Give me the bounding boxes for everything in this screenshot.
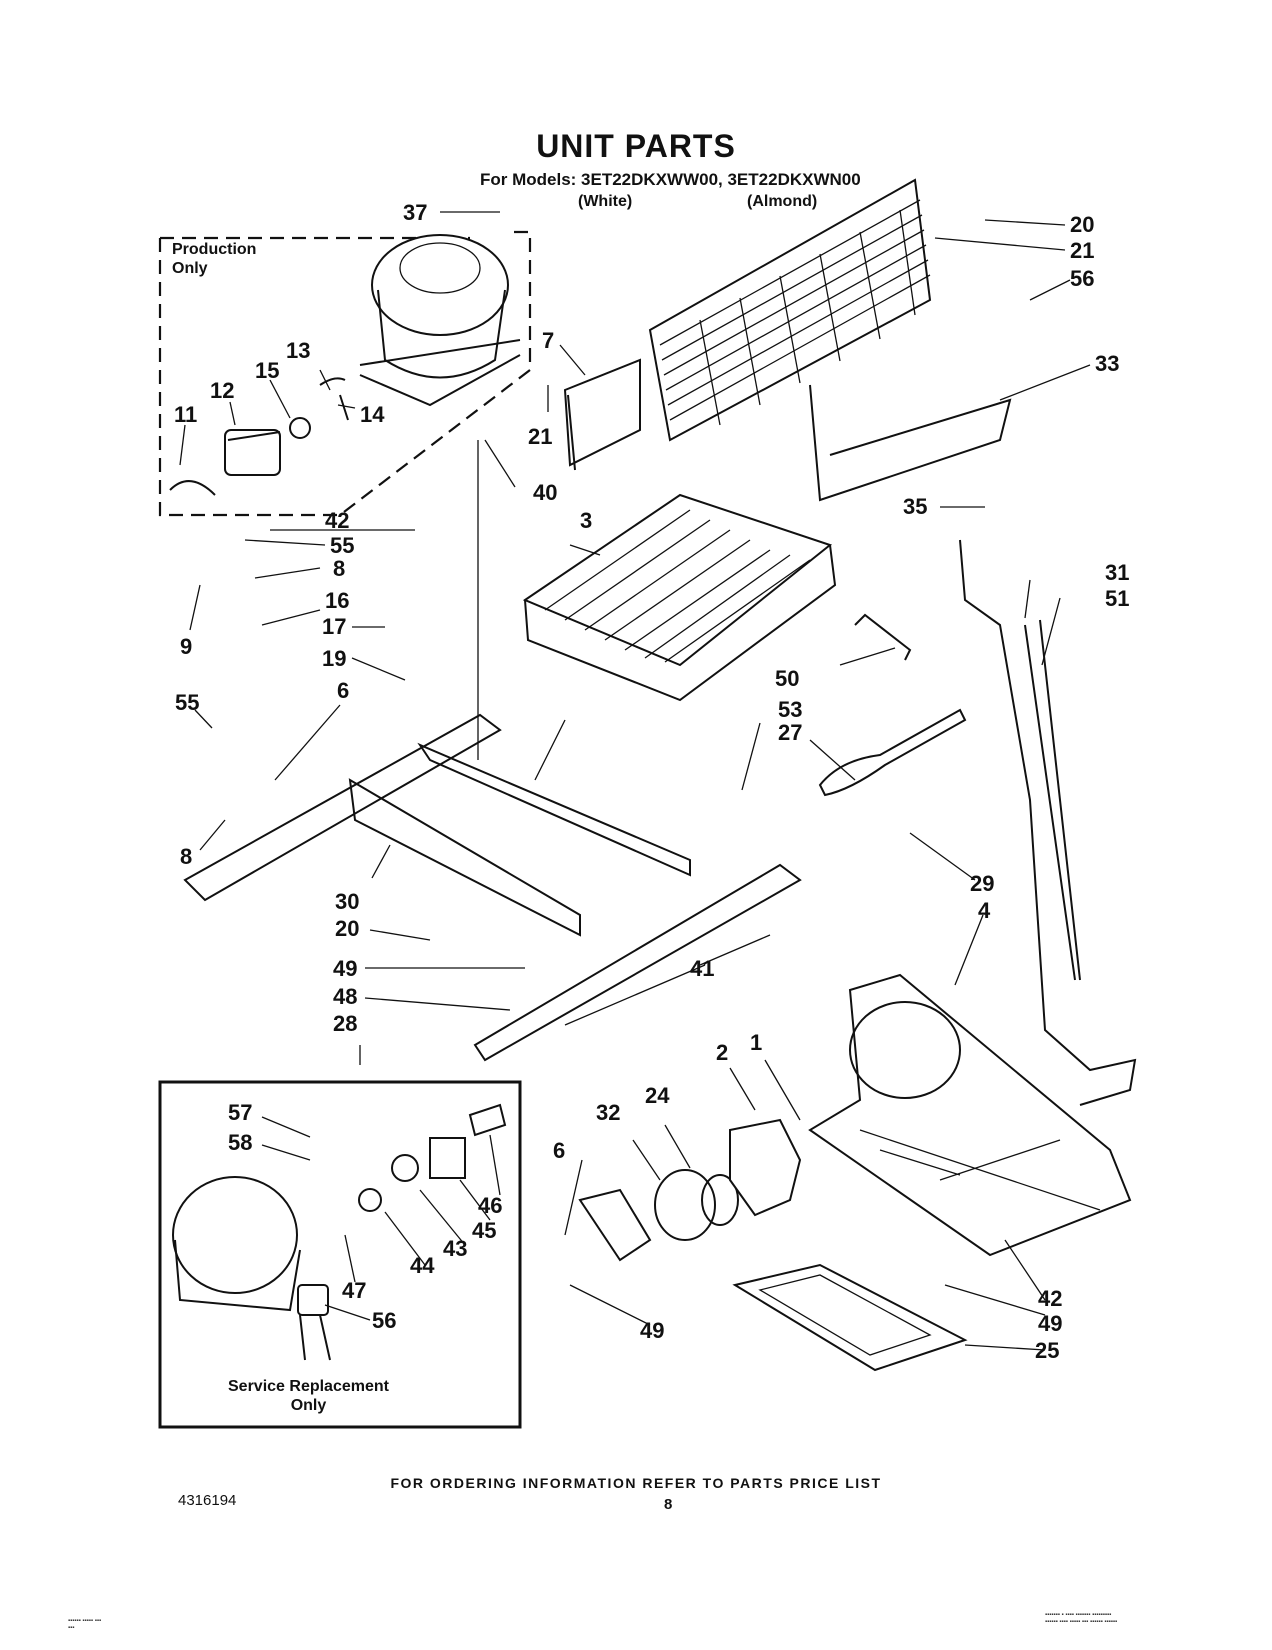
drain-pan (732, 1263, 968, 1372)
callout-49: 49 (333, 956, 358, 981)
service-replacement-box (158, 1080, 522, 1429)
callout-44: 44 (410, 1253, 435, 1278)
callout-21: 20 (1070, 212, 1095, 237)
callout-15: 15 (255, 358, 280, 383)
callout-28: 28 (333, 1011, 358, 1036)
fan-bracket (808, 973, 1132, 1257)
callout-50: 50 (775, 666, 800, 691)
filter-drier (818, 708, 967, 797)
callout-4: 4 (978, 898, 991, 923)
condenser-coil (648, 178, 932, 442)
relay-parts (169, 377, 349, 496)
compressor-service (172, 1103, 507, 1361)
callout-27: 27 (778, 720, 803, 745)
evaporator-coil (522, 493, 837, 702)
fine-print-left: ▪▪▪▪▪▪ ▪▪▪▪▪ ▪▪▪▪▪▪ (68, 1618, 102, 1631)
callout-56: 56 (372, 1308, 397, 1333)
callout-8: 8 (333, 556, 346, 581)
callout-30: 30 (335, 889, 360, 914)
callout-48: 48 (333, 984, 358, 1009)
callout-11: 11 (174, 402, 198, 427)
page-number: 8 (664, 1496, 673, 1513)
callout-49-bottom: 49 (640, 1318, 665, 1343)
callout-17: 17 (322, 614, 347, 639)
callout-32: 32 (596, 1100, 621, 1125)
callout-51: 51 (1105, 586, 1130, 611)
models-line: For Models: 3ET22DKXWW00, 3ET22DKXWN00 (480, 170, 861, 189)
callout-7: 7 (542, 328, 555, 353)
callout-53: 53 (778, 697, 803, 722)
fine-print-right: ▪▪▪▪▪▪▪ ▪ ▪▪▪▪ ▪▪▪▪▪▪▪ ▪▪▪▪▪▪▪▪▪▪▪▪▪▪▪ ▪… (1045, 1612, 1118, 1625)
callout-54: 56 (1070, 266, 1095, 291)
callout-5: 6 (337, 678, 350, 703)
callout-35: 35 (903, 494, 928, 519)
frame-rails (183, 713, 802, 1062)
callout-46: 46 (478, 1193, 503, 1218)
page-title: UNIT PARTS (536, 128, 736, 164)
callout-42: 42 (325, 508, 350, 533)
callout-13: 13 (286, 338, 311, 363)
callout-16: 16 (325, 588, 350, 613)
callout-2: 2 (716, 1040, 729, 1065)
callout-55: 55 (330, 533, 355, 558)
capillary-tubes (959, 539, 1137, 1106)
callout-57: 57 (228, 1100, 253, 1125)
callout-49-right: 49 (1038, 1311, 1063, 1336)
callout-6: 6 (553, 1138, 566, 1163)
callout-22: 21 (1070, 238, 1095, 263)
callout-55-lower: 55 (175, 690, 200, 715)
callout-40: 41 (690, 956, 715, 981)
callout-8-lower: 8 (180, 844, 193, 869)
callout-25: 25 (1035, 1338, 1060, 1363)
compressor-production (359, 234, 521, 407)
clip (854, 613, 912, 661)
callout-19: 19 (322, 646, 347, 671)
callout-41: 42 (1038, 1286, 1063, 1311)
service-replacement-label: Service Replacement Only (228, 1378, 389, 1415)
callout-20: 20 (335, 916, 360, 941)
callout-24: 24 (645, 1083, 670, 1108)
callout-37: 37 (403, 200, 428, 225)
callout-58: 58 (228, 1130, 253, 1155)
callout-29: 29 (970, 871, 995, 896)
callout-31: 31 (1105, 560, 1130, 585)
fan-motor (578, 1118, 802, 1262)
callout-21-lower: 21 (528, 424, 553, 449)
callout-1: 1 (750, 1030, 763, 1055)
condenser-bracket (563, 358, 641, 471)
production-only-box (158, 230, 532, 517)
production-only-label: Production Only (172, 241, 257, 278)
callout-45: 45 (472, 1218, 497, 1243)
leader-lines (179, 211, 1091, 1351)
color-almond-label: (Almond) (747, 193, 818, 210)
color-white-label: (White) (578, 193, 633, 210)
callout-39: 40 (533, 480, 558, 505)
callout-14: 14 (360, 402, 385, 427)
callout-43: 43 (443, 1236, 468, 1261)
callout-12: 12 (210, 378, 235, 403)
callout-9: 9 (180, 634, 193, 659)
ordering-note: FOR ORDERING INFORMATION REFER TO PARTS … (390, 1475, 882, 1491)
part-number: 4316194 (178, 1492, 237, 1509)
callout-47: 47 (342, 1278, 367, 1303)
defrost-heater (809, 384, 1012, 502)
callout-33: 33 (1095, 351, 1120, 376)
callout-3: 3 (580, 508, 593, 533)
